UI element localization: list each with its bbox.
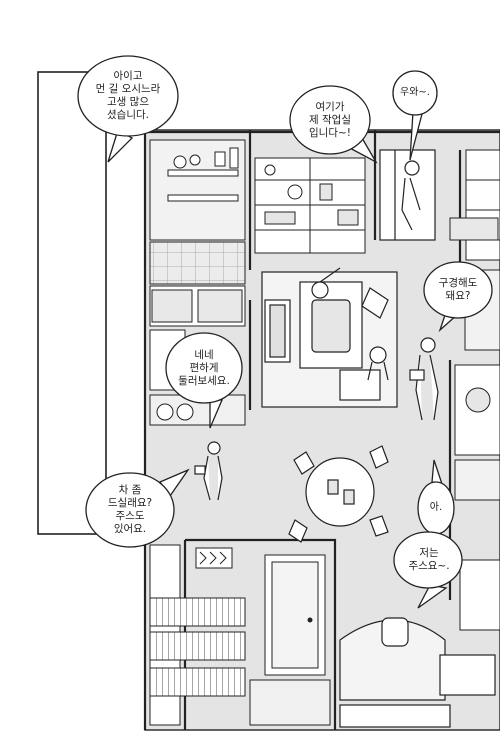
visitor-figure — [409, 337, 439, 421]
doorway — [379, 149, 436, 241]
bubble-tea — [85, 472, 175, 548]
shelving-unit — [254, 157, 366, 254]
dining-table — [288, 445, 389, 543]
bubble-studio — [289, 85, 371, 155]
speech-bubbles — [77, 55, 493, 609]
bubble-wow — [392, 70, 438, 116]
bubble-ah — [417, 481, 455, 535]
bubble-welcome — [77, 55, 179, 137]
right-appliances — [454, 364, 500, 631]
empty-panel-frame — [37, 71, 107, 535]
bottom-room — [149, 544, 331, 726]
lounge-area — [339, 617, 496, 728]
bubble-comfortable — [165, 332, 243, 404]
host-figure — [194, 441, 223, 501]
bubble-juice — [393, 531, 463, 589]
bubble-look — [423, 261, 493, 319]
studio-rug — [261, 267, 398, 408]
